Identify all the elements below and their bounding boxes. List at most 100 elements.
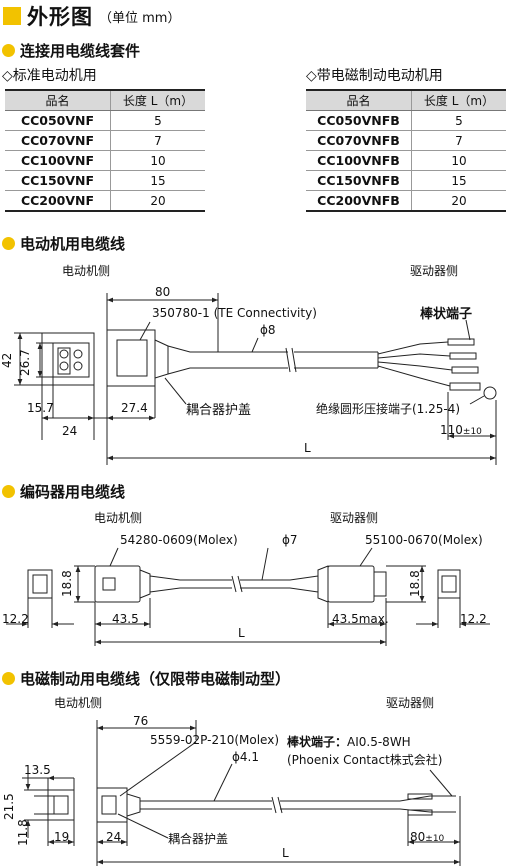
table-header-row: 品名 长度 L（m） bbox=[306, 89, 506, 111]
dim-13-5: 13.5 bbox=[24, 763, 51, 777]
coupler-cover-label: 耦合器护盖 bbox=[186, 403, 252, 418]
encoder-connector-right-end-view bbox=[437, 569, 461, 599]
model-cell: CC150VNF bbox=[5, 170, 111, 191]
dim-11-8: 11.8 bbox=[16, 819, 30, 846]
connector-model: 350780-1 (TE Connectivity) bbox=[152, 306, 317, 320]
model-cell: CC100VNF bbox=[5, 150, 111, 171]
connector-model: 5559-02P-210(Molex) bbox=[150, 733, 280, 747]
model-cell: CC050VNFB bbox=[306, 110, 412, 131]
brake-subheading-text: ◇带电磁制动电动机用 bbox=[306, 68, 443, 84]
encoder-connector-right-side bbox=[327, 565, 375, 603]
rod-terminal bbox=[449, 352, 477, 360]
ring-terminal-eye bbox=[483, 386, 497, 400]
section-encoder-cable-heading: 编码器用电缆线 bbox=[0, 481, 125, 502]
dim-L: L bbox=[304, 441, 311, 455]
dim-42: 42 bbox=[0, 352, 14, 368]
length-cell: 15 bbox=[411, 170, 506, 191]
dim-76: 76 bbox=[133, 714, 149, 728]
cable-diameter: ϕ4.1 bbox=[232, 750, 259, 764]
cable-diameter: ϕ8 bbox=[260, 323, 276, 337]
length-cell: 5 bbox=[110, 110, 205, 131]
dim-19: 19 bbox=[54, 830, 70, 844]
length-cell: 5 bbox=[411, 110, 506, 131]
dim-110-value: 110 bbox=[440, 423, 463, 437]
title-square-icon bbox=[3, 7, 21, 25]
page-title: 外形图 bbox=[27, 5, 93, 29]
col-model-header: 品名 bbox=[5, 89, 111, 111]
driver-side-label: 驱动器侧 bbox=[330, 511, 379, 525]
col-length-header: 长度 L（m） bbox=[110, 89, 205, 111]
dim-43-5-max: 43.5max. bbox=[332, 612, 389, 626]
table-header-row: 品名 长度 L（m） bbox=[5, 89, 205, 111]
standard-subheading-text: ◇标准电动机用 bbox=[2, 68, 97, 84]
length-cell: 20 bbox=[411, 190, 506, 212]
dim-12-2-right: 12.2 bbox=[460, 612, 487, 626]
ring-terminal-label: 绝缘圆形压接端子(1.25-4) bbox=[316, 402, 461, 416]
col-model-header: 品名 bbox=[306, 89, 412, 111]
rod-terminal bbox=[447, 338, 475, 346]
driver-side-label: 驱动器侧 bbox=[410, 264, 459, 278]
dim-80: 80±10 bbox=[410, 830, 444, 844]
dim-15-7: 15.7 bbox=[27, 401, 54, 415]
motor-side-label: 电动机侧 bbox=[62, 264, 111, 278]
rod-terminal-spec: 棒状端子：AI0.5-8WH bbox=[287, 733, 411, 750]
brake-connector-end-view bbox=[47, 789, 75, 821]
dim-27-4: 27.4 bbox=[121, 401, 148, 415]
dim-24: 24 bbox=[106, 830, 122, 844]
dim-80-value: 80 bbox=[410, 830, 426, 844]
length-cell: 15 bbox=[110, 170, 205, 191]
brake-cable-drawing bbox=[22, 720, 461, 866]
rod-terminal-label: 棒状端子 bbox=[420, 307, 473, 322]
dim-L: L bbox=[282, 846, 289, 860]
rod-terminal bbox=[407, 793, 433, 800]
model-cell: CC070VNF bbox=[5, 130, 111, 151]
dim-110-tolerance: ±10 bbox=[462, 427, 482, 437]
rod-terminal bbox=[451, 366, 479, 374]
length-cell: 10 bbox=[110, 150, 205, 171]
encoder-connector-left-end-view bbox=[27, 569, 53, 599]
encoder-cable-drawing bbox=[6, 547, 490, 646]
section-brake-cable-heading: 电磁制动用电缆线（仅限带电磁制动型） bbox=[0, 668, 290, 689]
driver-side-label: 驱动器侧 bbox=[386, 696, 435, 710]
page-title-bar: 外形图 （单位 mm） bbox=[0, 0, 180, 32]
ring-terminal bbox=[449, 382, 481, 391]
dim-21-5: 21.5 bbox=[2, 793, 16, 820]
section-cable-set-heading: 连接用电缆线套件 bbox=[0, 40, 140, 61]
dim-80: 80 bbox=[155, 285, 171, 299]
section-cable-set-title: 连接用电缆线套件 bbox=[20, 42, 141, 60]
maker-label: (Phoenix Contact株式会社) bbox=[287, 753, 443, 767]
dim-L: L bbox=[238, 626, 245, 640]
section-brake-cable-title: 电磁制动用电缆线（仅限带电磁制动型） bbox=[20, 670, 291, 688]
motor-cable-drawing bbox=[14, 293, 497, 465]
rod-terminal-label: 棒状端子： bbox=[287, 735, 348, 749]
standard-subheading: ◇标准电动机用 bbox=[2, 65, 97, 85]
connector-left-model: 54280-0609(Molex) bbox=[120, 533, 238, 547]
dim-18-8-left: 18.8 bbox=[60, 570, 74, 597]
dim-18-8-right: 18.8 bbox=[408, 570, 422, 597]
dim-43-5: 43.5 bbox=[112, 612, 139, 626]
bullet-dot-icon bbox=[2, 672, 15, 685]
brake-connector-side-view bbox=[96, 787, 128, 823]
coupler-cover-label: 耦合器护盖 bbox=[168, 832, 229, 846]
model-cell: CC200VNFB bbox=[306, 190, 412, 212]
model-cell: CC050VNF bbox=[5, 110, 111, 131]
length-cell: 20 bbox=[110, 190, 205, 212]
model-cell: CC200VNF bbox=[5, 190, 111, 212]
bullet-dot-icon bbox=[2, 237, 15, 250]
dim-110: 110±10 bbox=[440, 423, 482, 437]
section-motor-cable-title: 电动机用电缆线 bbox=[20, 235, 126, 253]
col-length-header: 长度 L（m） bbox=[411, 89, 506, 111]
section-encoder-cable-title: 编码器用电缆线 bbox=[20, 483, 126, 501]
model-cell: CC070VNFB bbox=[306, 130, 412, 151]
